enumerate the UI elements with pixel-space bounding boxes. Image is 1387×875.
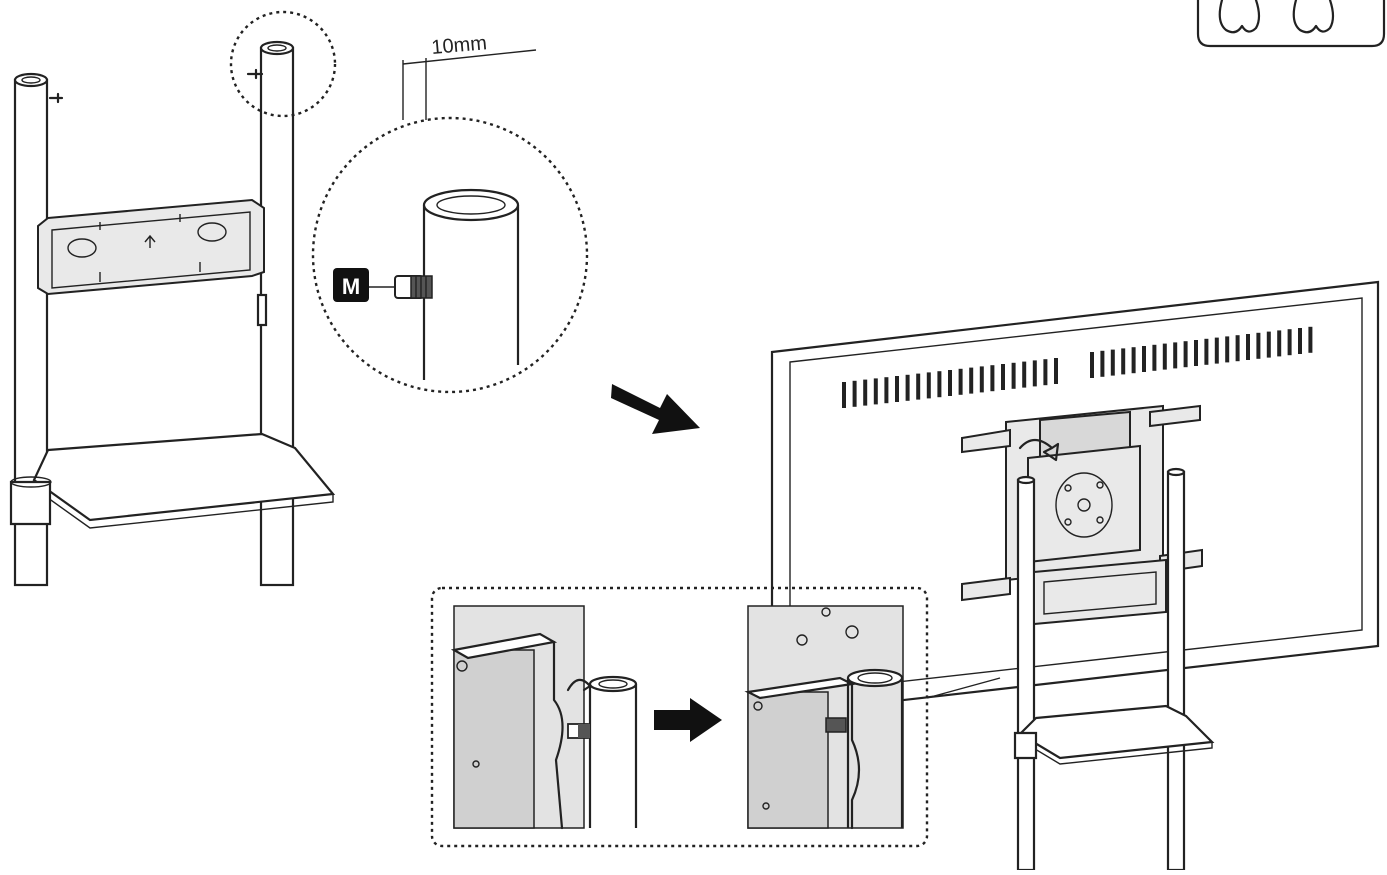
vent-slot xyxy=(1100,350,1105,377)
vent-slot xyxy=(1266,331,1271,358)
vent-slot xyxy=(1173,342,1178,369)
vent-slot xyxy=(1022,361,1027,388)
vent-slot xyxy=(1225,336,1230,363)
vent-slot xyxy=(863,379,868,406)
dimension-label: 10mm xyxy=(431,32,488,59)
vent-slot xyxy=(1308,326,1313,353)
detail-callout-circle-small xyxy=(229,10,337,118)
vent-slot xyxy=(937,371,942,398)
inset-frame xyxy=(430,586,929,848)
vent-slot xyxy=(969,367,974,394)
vent-slot xyxy=(1054,358,1058,384)
vent-slot xyxy=(916,373,921,400)
vent-slot xyxy=(1011,362,1016,389)
vent-slot xyxy=(852,380,857,407)
vent-slot xyxy=(1162,343,1167,370)
vent-slot xyxy=(873,378,878,405)
vent-slot xyxy=(1287,329,1292,356)
part-label: M xyxy=(342,274,360,299)
vent-slot xyxy=(1121,348,1126,375)
vent-slot xyxy=(1256,332,1261,359)
pole-collar xyxy=(9,480,52,526)
vent-slot xyxy=(842,382,846,408)
detail-callout-circle-large xyxy=(311,116,589,394)
stand-right-pole-b xyxy=(1166,470,1186,872)
vent-slot xyxy=(1131,347,1136,374)
tv-screen xyxy=(770,280,1380,717)
stand-bracket xyxy=(1033,558,1167,626)
vent-slot xyxy=(1235,335,1240,362)
stand-right-assembly xyxy=(1013,467,1215,872)
vent-slot xyxy=(1298,328,1302,354)
two-person-icon xyxy=(1196,0,1386,48)
vent-slot xyxy=(895,376,899,402)
vent-slot xyxy=(1032,360,1037,387)
vent-slot xyxy=(958,368,963,395)
vent-slot xyxy=(1001,364,1005,390)
vent-slot xyxy=(1214,337,1219,364)
vent-slot xyxy=(884,377,889,404)
vent-slot xyxy=(1152,344,1157,371)
vent-slot xyxy=(1142,346,1146,372)
vent-slot xyxy=(990,365,995,392)
vent-slot xyxy=(979,366,984,393)
vent-slot xyxy=(1277,330,1282,357)
stand-left-assembly xyxy=(9,10,337,587)
vent-slot xyxy=(1110,349,1115,376)
vent-slot xyxy=(1246,334,1250,360)
vent-slot xyxy=(1043,359,1048,386)
inset-detail xyxy=(430,586,1001,848)
vent-slot xyxy=(1194,340,1198,366)
vent-slot xyxy=(1204,338,1209,365)
vent-slot xyxy=(905,374,910,401)
arrow-right-icon xyxy=(611,384,700,434)
inset-arrow-icon xyxy=(654,698,722,742)
vent-slot xyxy=(948,370,952,396)
part-label-box xyxy=(333,268,369,302)
stand-right-pole-a xyxy=(1016,478,1036,872)
vent-slot xyxy=(1183,341,1188,368)
vent-slot xyxy=(926,372,931,399)
zoom-detail: 10mm M xyxy=(311,32,589,394)
vent-slot xyxy=(1090,352,1094,378)
